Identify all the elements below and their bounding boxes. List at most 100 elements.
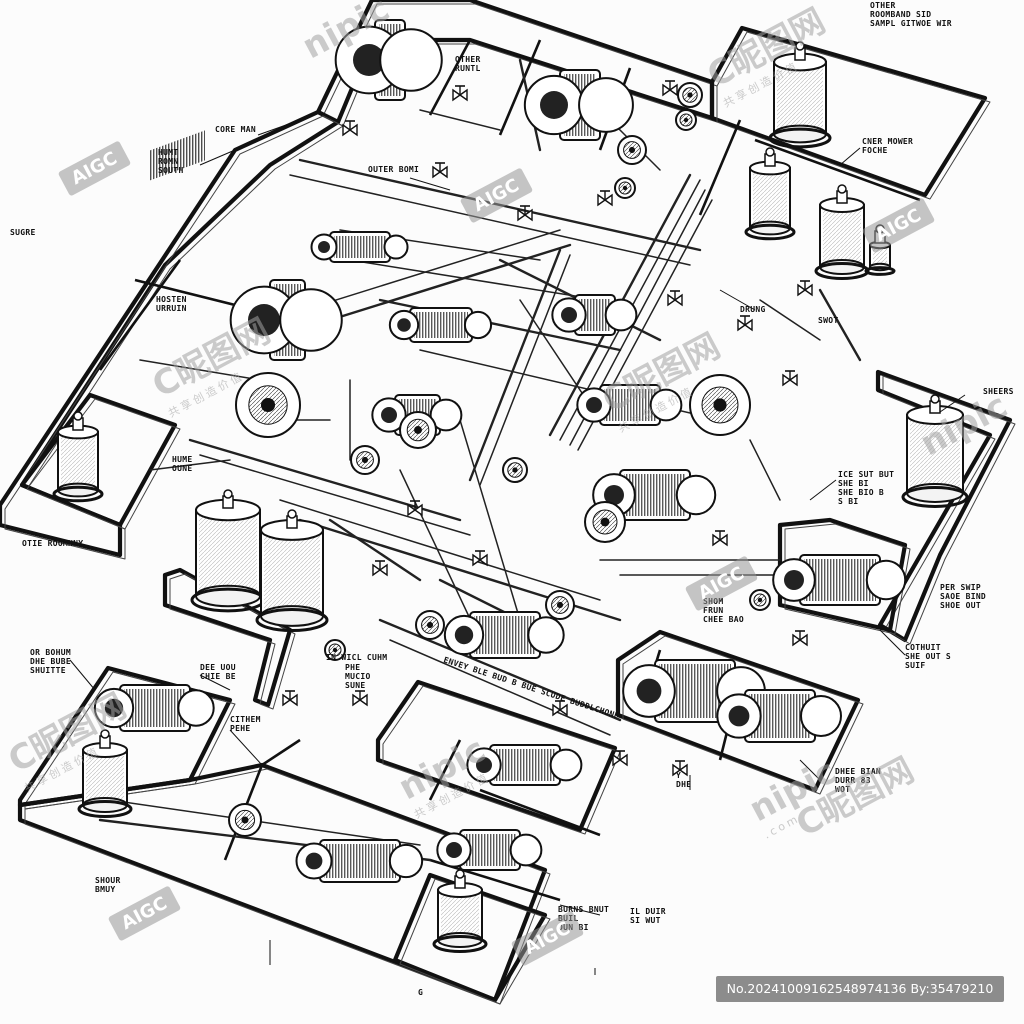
pipe-run (279, 499, 601, 601)
partition-wall (754, 138, 921, 202)
pipe-run (749, 439, 781, 501)
partition-wall (428, 739, 462, 801)
motor-unit (93, 684, 215, 732)
partition-wall (498, 39, 542, 136)
callout-label: G (418, 988, 423, 997)
partition-wall (261, 738, 301, 767)
leader-line (409, 177, 451, 191)
south-center-room-wall-inner (382, 685, 621, 835)
southeast-machine-room-wall (615, 629, 861, 793)
pump-gauge (228, 803, 262, 837)
leader-line (839, 147, 861, 166)
callout-label: IN WICL CUHM (326, 653, 387, 662)
valve (472, 550, 488, 567)
leader-line (69, 659, 96, 691)
southwest-machine-room-wall-inner (24, 671, 236, 810)
pipe-run (459, 419, 521, 621)
callout-label: DRUNG (740, 305, 766, 314)
motor-unit (772, 554, 907, 606)
south-long-room-wall-inner (24, 768, 551, 1005)
valve (552, 700, 568, 717)
leader-line (199, 674, 231, 691)
valve (432, 162, 448, 179)
valve (662, 80, 678, 97)
pump-gauge (614, 177, 636, 199)
pump-gauge (350, 445, 380, 475)
pump-gauge (749, 589, 771, 611)
pump-gauge (689, 374, 751, 436)
motor-unit (523, 69, 634, 141)
leader-line (559, 904, 601, 916)
leader-line (879, 629, 906, 656)
pump-gauge (545, 590, 575, 620)
pipe-run (759, 299, 821, 341)
pump-gauge (584, 501, 626, 543)
southeast-machine-room-wall-inner (622, 635, 864, 795)
storage-tank (814, 184, 870, 280)
storage-tank (432, 869, 488, 953)
pump-gauge (399, 411, 437, 449)
callout-label: OTIE ROOMNNY (22, 539, 83, 548)
image-id-bar: No.20241009162548974136 By:35479210 (716, 976, 1004, 1002)
storage-tank (744, 147, 796, 241)
valve (797, 280, 813, 297)
east-tank-room-wall (875, 369, 1013, 643)
valve (672, 760, 688, 777)
callout-label: ENVEY BLE BUD B BUE SCUDE BUDDLCHONE (442, 655, 620, 720)
south-center-room-wall (375, 679, 618, 833)
leader-line (229, 729, 263, 766)
storage-tank (864, 224, 896, 276)
valve (372, 560, 388, 577)
valve (667, 290, 683, 307)
pipe-run (468, 248, 562, 482)
pump-gauge (324, 639, 346, 661)
partition-wall (98, 259, 182, 371)
motor-unit (436, 829, 543, 871)
motor-unit (443, 611, 565, 659)
pipe-run (389, 639, 611, 736)
motor-unit (229, 279, 343, 361)
valve (782, 370, 798, 387)
motor-unit (622, 659, 766, 723)
pump-gauge (675, 109, 697, 131)
motor-unit (334, 19, 443, 101)
pipe-run (328, 518, 422, 582)
storage-tank (255, 509, 329, 633)
valve (597, 190, 613, 207)
motor-unit (466, 744, 583, 786)
leader-line (799, 759, 821, 781)
pipe-run (479, 254, 571, 486)
northeast-tank-room-wall (709, 25, 988, 198)
valve (792, 630, 808, 647)
valve (282, 690, 298, 707)
callout-label: SUGRE (10, 228, 36, 237)
motor-unit (310, 231, 409, 263)
pump-gauge (415, 610, 445, 640)
pipe-run (349, 259, 601, 301)
leader-line (257, 119, 301, 136)
pipe-run (378, 618, 622, 722)
valve (612, 750, 628, 767)
valve (452, 85, 468, 102)
pipe-run (399, 469, 481, 641)
pipe-run (109, 799, 421, 846)
storage-tank (77, 729, 133, 818)
callout-label: SHEERS (983, 387, 1014, 396)
motor-unit (576, 384, 683, 426)
valve (342, 120, 358, 137)
pipe-run (149, 459, 231, 471)
